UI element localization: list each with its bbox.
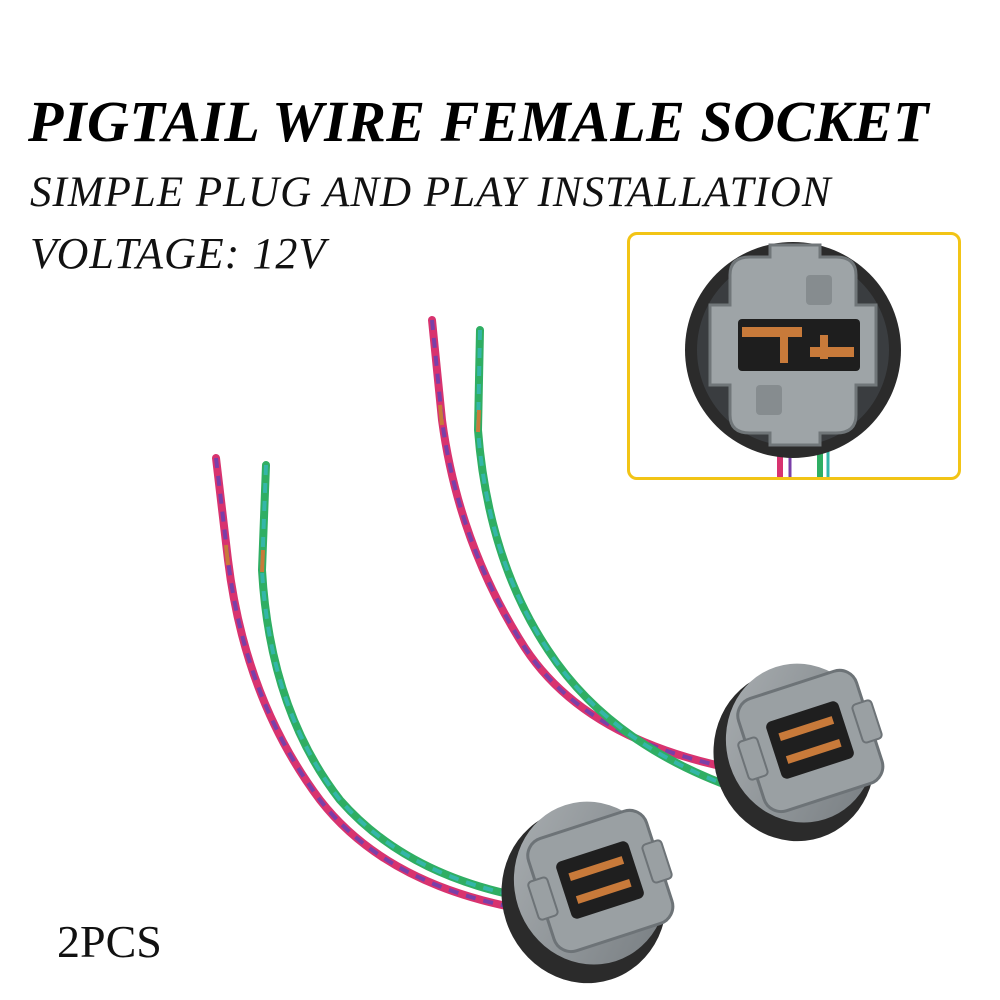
headline: PIGTAIL WIRE FEMALE SOCKET [28,89,929,154]
quantity-label: 2PCS [57,916,162,967]
subheadline: SIMPLE PLUG AND PLAY INSTALLATION [30,169,832,216]
socket-side-icon [713,663,885,842]
voltage-label: VOLTAGE: 12V [30,229,327,278]
wire-pair-icon [428,316,744,794]
socket-side-icon [501,801,675,984]
closeup-inset [627,232,961,480]
wire-pair-icon [212,454,544,916]
socket-front-icon [685,242,901,477]
